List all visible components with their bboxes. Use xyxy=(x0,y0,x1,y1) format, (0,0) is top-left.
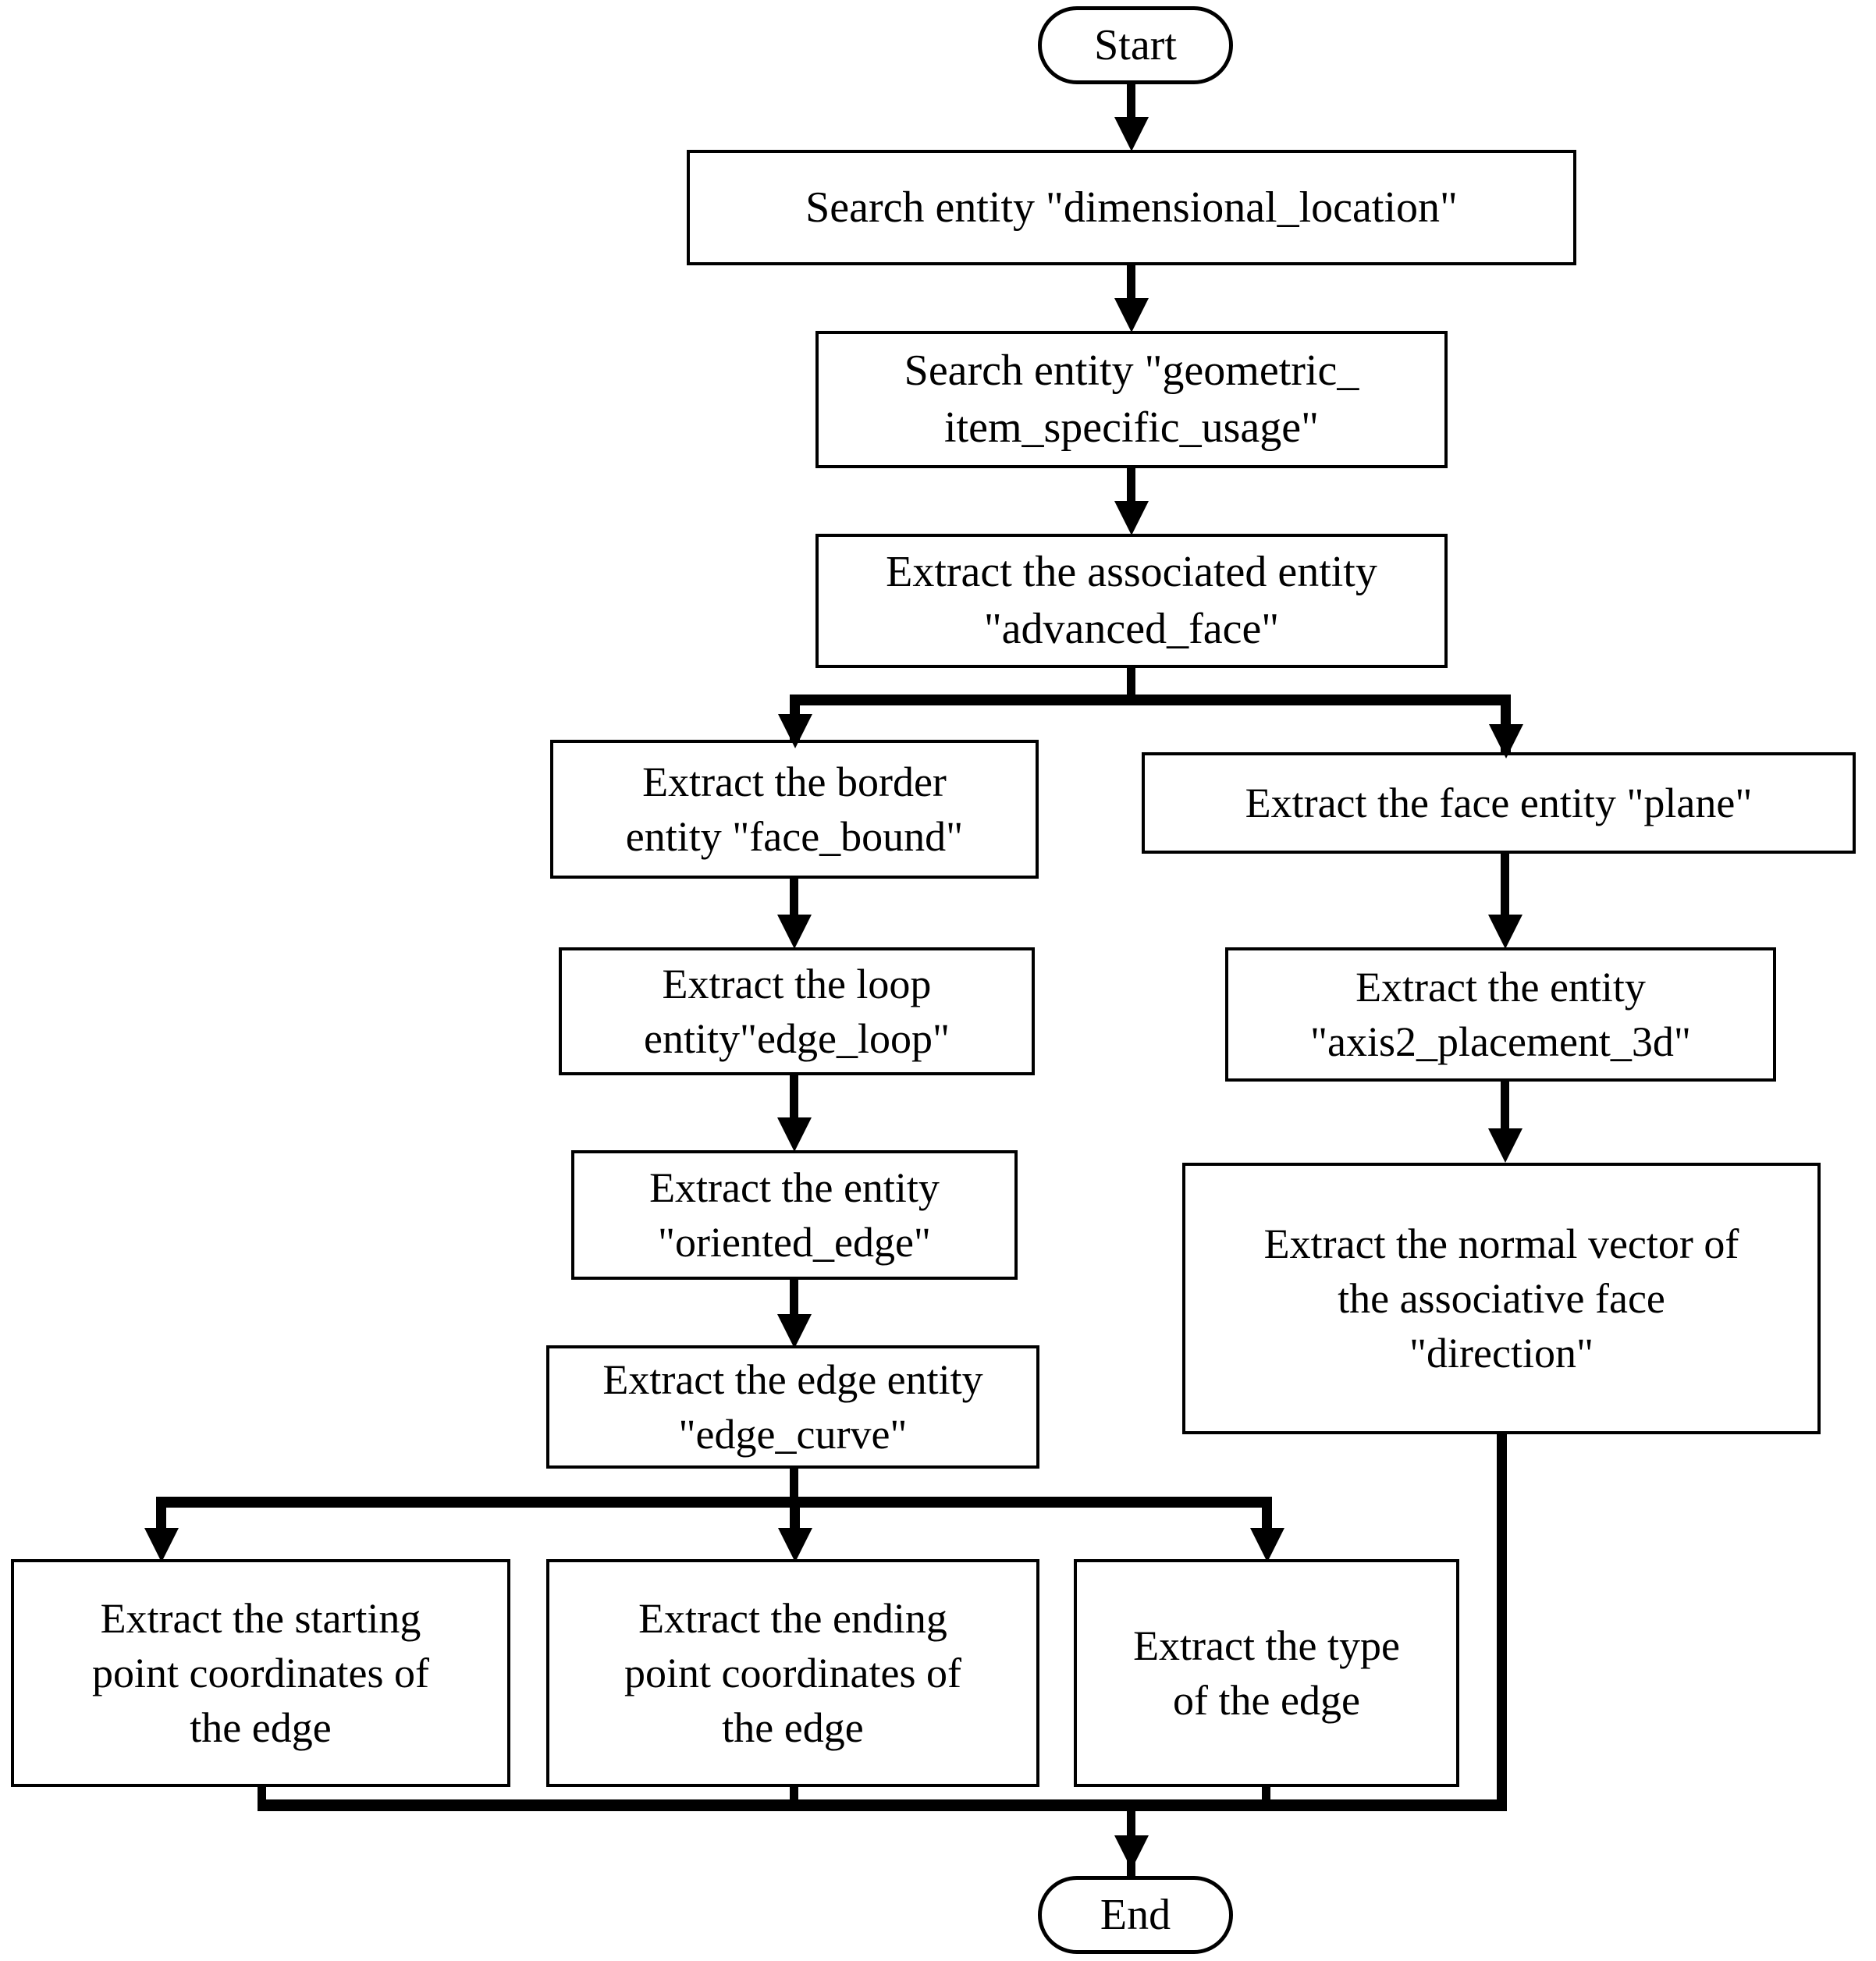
node-extract-edge-curve[interactable]: Extract the edge entity "edge_curve" xyxy=(546,1345,1039,1469)
edge-edgecurve-to-edgetype-arrowhead xyxy=(1250,1528,1284,1562)
edge-plane-to-axis2-line xyxy=(1501,854,1509,916)
edge-endpoint-to-merge-line xyxy=(790,1787,798,1810)
edge-edgecurve-to-endpoint-arrowhead xyxy=(778,1528,812,1562)
node-extract-edge-loop[interactable]: Extract the loop entity"edge_loop" xyxy=(559,947,1035,1075)
edge-orientededge-to-edgecurve-arrowhead xyxy=(777,1314,812,1348)
node-start-label: Start xyxy=(1094,20,1177,69)
edge-advface-fork-stem xyxy=(1127,668,1135,702)
edge-dimloc-to-gisu-arrowhead xyxy=(1114,298,1149,332)
node-extract-end-point[interactable]: Extract the ending point coordinates of … xyxy=(546,1559,1039,1787)
node-search-dimensional-location[interactable]: Search entity "dimensional_location" xyxy=(687,150,1576,265)
node-extract-start-point[interactable]: Extract the starting point coordinates o… xyxy=(11,1559,510,1787)
edge-direction-to-merge-line xyxy=(1497,1434,1507,1810)
edge-axis2-to-direction-line xyxy=(1501,1082,1509,1131)
node-extract-start-point-label: Extract the starting point coordinates o… xyxy=(92,1594,429,1752)
node-extract-oriented-edge[interactable]: Extract the entity "oriented_edge" xyxy=(571,1150,1018,1280)
edge-advface-fork-bar xyxy=(790,695,1511,705)
node-extract-direction[interactable]: Extract the normal vector of the associa… xyxy=(1182,1163,1821,1434)
edge-gisu-to-advface-line xyxy=(1127,468,1135,504)
node-end[interactable]: End xyxy=(1038,1876,1233,1954)
edge-edgetype-to-merge-line xyxy=(1262,1787,1270,1810)
edge-start-to-search-dimloc-line xyxy=(1127,84,1135,123)
edge-startpoint-to-merge-line xyxy=(258,1787,266,1810)
node-extract-end-point-label: Extract the ending point coordinates of … xyxy=(624,1594,961,1752)
node-extract-plane-label: Extract the face entity "plane" xyxy=(1245,779,1753,826)
edge-merge-to-end-arrowhead xyxy=(1114,1835,1149,1870)
edge-edgecurve-fork-stem xyxy=(790,1469,798,1501)
edge-edgecurve-fork-bar xyxy=(156,1497,1272,1508)
edge-facebound-to-edgeloop-line xyxy=(790,879,798,918)
node-extract-advanced-face[interactable]: Extract the associated entity "advanced_… xyxy=(815,534,1448,668)
node-extract-face-bound[interactable]: Extract the border entity "face_bound" xyxy=(550,740,1039,879)
node-extract-edge-type[interactable]: Extract the type of the edge xyxy=(1074,1559,1459,1787)
node-search-geometric-item-specific-usage-label: Search entity "geometric_ item_specific_… xyxy=(904,346,1359,452)
edge-advface-to-facebound-arrowhead xyxy=(778,714,812,748)
edge-edgecurve-to-endpoint-line xyxy=(790,1497,800,1533)
edge-merge-bar xyxy=(258,1799,1507,1811)
node-extract-advanced-face-label: Extract the associated entity "advanced_… xyxy=(886,548,1377,653)
node-extract-edge-curve-label: Extract the edge entity "edge_curve" xyxy=(602,1355,983,1458)
edge-edgecurve-to-edgetype-line xyxy=(1262,1497,1272,1533)
node-end-label: End xyxy=(1100,1890,1171,1939)
node-extract-edge-type-label: Extract the type of the edge xyxy=(1133,1622,1400,1724)
edge-dimloc-to-gisu-line xyxy=(1127,265,1135,301)
node-start[interactable]: Start xyxy=(1038,6,1233,84)
edge-orientededge-to-edgecurve-line xyxy=(790,1280,798,1317)
edge-facebound-to-edgeloop-arrowhead xyxy=(777,915,812,949)
edge-axis2-to-direction-arrowhead xyxy=(1488,1128,1522,1163)
edge-advface-to-plane-arrowhead xyxy=(1489,724,1523,758)
edge-edgecurve-to-startpoint-line xyxy=(156,1497,166,1533)
node-extract-axis2-placement-3d-label: Extract the entity "axis2_placement_3d" xyxy=(1310,963,1691,1065)
node-extract-edge-loop-label: Extract the loop entity"edge_loop" xyxy=(643,960,950,1062)
node-extract-plane[interactable]: Extract the face entity "plane" xyxy=(1142,752,1856,854)
edge-plane-to-axis2-arrowhead xyxy=(1488,915,1522,949)
node-extract-axis2-placement-3d[interactable]: Extract the entity "axis2_placement_3d" xyxy=(1225,947,1776,1082)
node-extract-face-bound-label: Extract the border entity "face_bound" xyxy=(625,758,964,860)
node-extract-oriented-edge-label: Extract the entity "oriented_edge" xyxy=(649,1163,940,1266)
node-search-dimensional-location-label: Search entity "dimensional_location" xyxy=(805,183,1458,232)
edge-edgecurve-to-startpoint-arrowhead xyxy=(144,1528,179,1562)
edge-gisu-to-advface-arrowhead xyxy=(1114,501,1149,535)
edge-start-to-search-dimloc-arrowhead xyxy=(1114,117,1149,151)
node-search-geometric-item-specific-usage[interactable]: Search entity "geometric_ item_specific_… xyxy=(815,331,1448,468)
node-extract-direction-label: Extract the normal vector of the associa… xyxy=(1263,1220,1739,1377)
edge-edgeloop-to-orientededge-line xyxy=(790,1075,798,1121)
edge-edgeloop-to-orientededge-arrowhead xyxy=(777,1117,812,1152)
